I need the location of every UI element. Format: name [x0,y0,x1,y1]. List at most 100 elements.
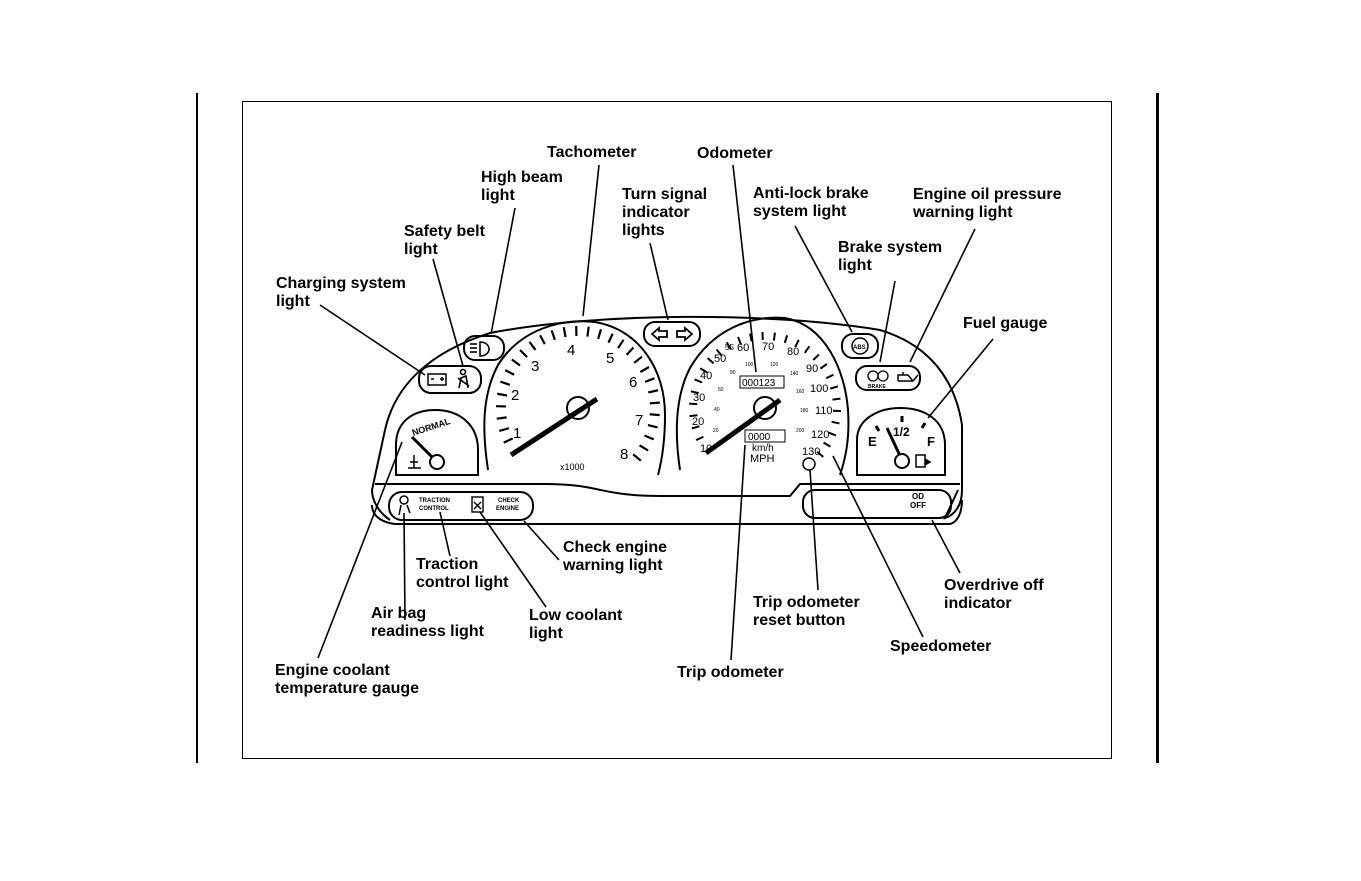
kmh-number: 180 [800,408,809,414]
tach-tick [499,380,511,386]
seat-belt-icon [457,368,470,389]
tachometer-numbers: 1 2 3 4 5 6 7 8 x1000 [511,342,643,472]
speedo-tick [749,333,753,342]
tach-tick [644,377,655,383]
label-safety-belt: Safety belt light [404,223,485,259]
check-engine-text-line2: ENGINE [496,506,519,512]
tachometer-ticks [495,325,660,462]
label-line: light [838,257,872,274]
airbag-icon [398,495,411,516]
label-trip-odometer: Trip odometer [677,664,784,682]
odometer-display [739,375,785,389]
speedo-tick [772,332,776,341]
label-air-bag: Air bag readiness light [371,605,484,641]
speedo-tick [690,390,699,395]
tachometer-needle [509,396,599,458]
label-check-engine: Check engine warning light [563,539,667,575]
fuel-half-label: 1/2 [893,425,910,439]
leader-trip-reset [809,469,819,591]
kmh-number: 140 [790,371,799,377]
tach-tick [511,358,521,367]
speedometer-kmh-numbers: 20 40 60 80 100 120 140 160 180 200 [713,362,809,434]
leader-abs [794,225,853,333]
label-line: indicator [944,595,1012,612]
label-traction: Traction control light [416,556,508,592]
right-margin-line [1156,93,1159,763]
leader-lines [317,164,994,661]
label-line: Air bag [371,605,427,622]
kmh-number: 200 [796,428,805,434]
tach-tick [649,413,660,417]
label-low-coolant: Low coolant light [529,607,622,643]
high-beam-icon [470,341,490,357]
speedo-tick [794,339,800,348]
label-line: system light [753,203,847,220]
brake-icon: BRAKE [867,370,889,390]
odometer-value: 000123 [742,378,776,389]
leader-charging [319,304,426,376]
label-charging: Charging system light [276,275,406,311]
label-line: light [481,187,515,204]
label-line: light [276,293,310,310]
kmh-number: 160 [796,389,805,395]
speedo-tick [803,345,811,354]
fuel-full-label: F [927,434,935,449]
tach-tick [639,366,650,373]
tach-number: 6 [629,374,637,391]
speedo-tick [829,385,839,390]
label-tachometer: Tachometer [547,144,637,162]
leader-odometer [732,164,757,373]
mph-number: 100 [810,383,828,395]
mph-number: 50 [714,353,726,365]
tach-tick [550,329,556,341]
thermometer-icon [408,455,421,469]
abs-text: ABS [853,345,866,351]
label-turn-signal: Turn signal indicator lights [622,186,707,240]
leader-turn-signal [649,242,669,321]
label-line: Fuel gauge [963,315,1048,332]
brake-text: BRAKE [868,384,886,390]
label-line: Speedometer [890,638,992,655]
label-line: Overdrive off [944,577,1044,594]
brake-oil-pod [855,365,921,391]
speedo-tick [699,367,708,374]
mph-number: 20 [692,416,704,428]
label-coolant-temp: Engine coolant temperature gauge [275,662,419,698]
leader-brake-system [879,280,896,363]
tach-tick [625,346,635,356]
speedo-tick [832,397,841,401]
turn-signal-right-icon [676,326,694,342]
tach-number: 4 [567,342,575,359]
kmh-number: 100 [745,362,754,368]
label-fuel-gauge: Fuel gauge [963,315,1047,333]
low-coolant-icon [471,496,484,513]
turn-signal-pod [643,321,701,347]
tach-tick [519,349,528,358]
mph-number: 130 [802,446,820,458]
tach-tick [586,326,590,337]
kmh-number: 60 [718,387,724,393]
mph-number: 90 [806,363,818,375]
leader-oil-pressure [909,228,976,363]
kmh-number: 20 [713,428,719,434]
left-margin-line [196,93,198,763]
kmh-number: 120 [770,362,779,368]
leader-traction [439,511,451,557]
temp-normal-label: NORMAL [411,416,452,438]
label-line: Brake system [838,239,943,256]
label-line: Engine oil pressure [913,186,1062,203]
trip-reset-button[interactable] [802,457,816,471]
turn-signal-left-icon [650,326,668,342]
tach-tick [632,453,642,462]
label-line: readiness light [371,623,484,640]
mph-number: 40 [700,370,712,382]
trip-odometer-value: 0000 [748,432,771,443]
label-line: Anti-lock brake [753,185,869,202]
label-line: Odometer [697,145,773,162]
speedometer-mph-numbers: 10 20 30 40 50 55 60 70 80 90 100 110 12… [692,341,833,458]
leader-high-beam [490,207,516,335]
tach-tick [607,333,614,344]
label-line: lights [622,222,665,239]
speedo-tick [823,441,831,448]
